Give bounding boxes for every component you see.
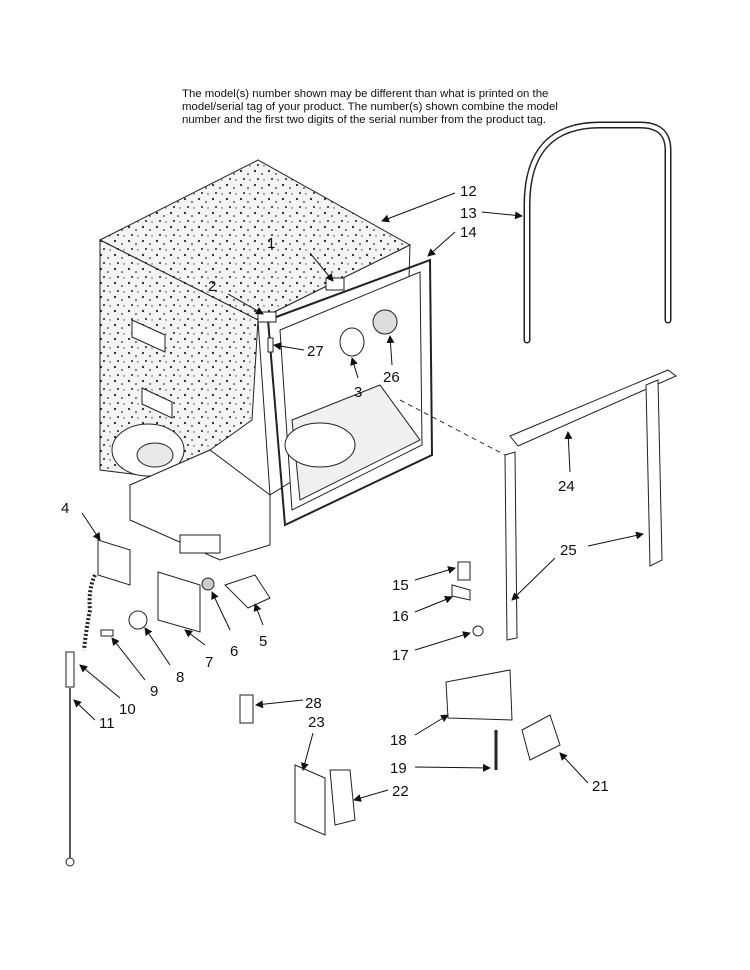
side-trim-left [504, 451, 518, 641]
tub-base-foot [179, 534, 221, 554]
door-spring-assembly [65, 539, 131, 867]
valve-clip [451, 584, 471, 601]
callout-15: 15 [392, 577, 409, 594]
spring-bracket [97, 539, 131, 586]
callout-14: 14 [460, 224, 477, 241]
callout-23: 23 [308, 714, 325, 731]
callout-21: 21 [592, 778, 609, 795]
side-trim-right [645, 379, 663, 567]
tub-front-frame [266, 258, 434, 527]
top-bracket [325, 277, 345, 291]
callout-26: 26 [383, 369, 400, 386]
valve-screw [472, 625, 484, 637]
side-panel-23 [294, 764, 326, 836]
door-spring [82, 574, 97, 651]
tub-assembly [98, 159, 434, 561]
callout-2: 2 [208, 278, 216, 295]
callout-19: 19 [390, 760, 407, 777]
callout-16: 16 [392, 608, 409, 625]
pulley-pin [100, 629, 114, 637]
cable-end [65, 857, 75, 867]
callout-3: 3 [354, 384, 362, 401]
callout-12: 12 [460, 183, 477, 200]
callout-9: 9 [150, 683, 158, 700]
side-bracket-22 [329, 769, 356, 826]
callout-25: 25 [560, 542, 577, 559]
callout-24: 24 [558, 478, 575, 495]
callout-6: 6 [230, 643, 238, 660]
disclaimer-line-3: number and the first two digits of the s… [182, 114, 547, 126]
disclaimer-text: The model(s) number shown may be differe… [182, 88, 582, 127]
callout-1: 1 [267, 235, 275, 252]
callout-13: 13 [460, 205, 477, 222]
alignment-line [399, 399, 506, 456]
leader-lines [73, 192, 644, 802]
spring-link [65, 651, 75, 688]
top-trim-strip [509, 369, 677, 447]
tub-floor [291, 384, 421, 501]
rear-bracket-28 [239, 694, 254, 724]
callout-labels: 1 2 3 4 5 6 7 8 9 10 11 12 13 14 15 16 1… [61, 183, 609, 800]
callout-11: 11 [99, 715, 115, 732]
mounting-bracket [521, 714, 561, 761]
disclaimer-line-2: model/serial tag of your product. The nu… [182, 101, 558, 113]
vent-grille [372, 309, 398, 335]
callout-18: 18 [390, 732, 407, 749]
callout-8: 8 [176, 669, 184, 686]
pump-opening-inner [136, 442, 174, 468]
door-gasket [523, 121, 672, 344]
hinge-bushing [201, 577, 215, 591]
insulation-cutout [141, 387, 173, 419]
callout-17: 17 [392, 647, 409, 664]
tub-sump [284, 422, 356, 468]
callout-7: 7 [205, 654, 213, 671]
callout-22: 22 [392, 783, 409, 800]
disclaimer-line-1: The model(s) number shown may be differe… [182, 88, 549, 100]
callout-4: 4 [61, 500, 69, 517]
fill-grommet [339, 327, 365, 357]
pulley-wheel [128, 610, 148, 630]
callout-10: 10 [119, 701, 136, 718]
screw [267, 337, 274, 353]
valve-body [457, 561, 471, 581]
insulation-cutout [131, 319, 166, 353]
callout-28: 28 [305, 695, 322, 712]
side-bracket [257, 311, 277, 323]
hinge-plate [157, 571, 201, 633]
hinge-bracket [224, 574, 271, 609]
leveling-bracket [445, 669, 513, 721]
callout-27: 27 [307, 343, 324, 360]
callout-5: 5 [259, 633, 267, 650]
tub-base [129, 449, 271, 561]
